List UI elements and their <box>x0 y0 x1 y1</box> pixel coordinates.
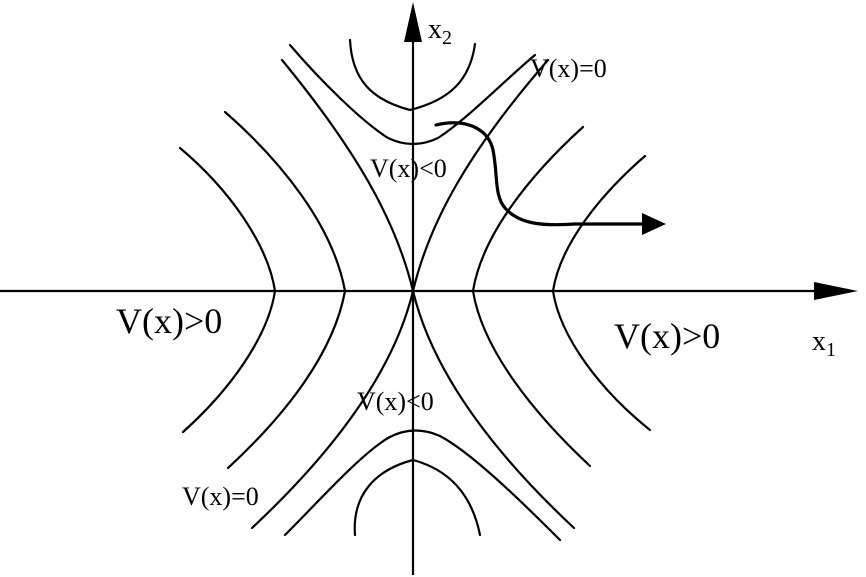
x2-axis-label: x2 <box>428 14 452 49</box>
x2-axis-arrowhead <box>404 2 422 42</box>
x1-axis-arrowhead <box>814 282 858 300</box>
region-label-lower-negative: V(x)<0 <box>357 387 434 416</box>
boundary-label-bottom-left: V(x)=0 <box>182 482 259 511</box>
zero-level-line-lower-right <box>411 289 576 530</box>
lower-level-curve-outer <box>283 429 562 542</box>
x1-axis-label: x1 <box>812 326 836 361</box>
region-label-left-positive: V(x)>0 <box>116 301 222 341</box>
zero-level-line-lower-left <box>250 289 415 530</box>
left-level-curve-inner <box>223 110 347 470</box>
left-level-curve-outer <box>178 146 277 434</box>
upper-level-curve-outer <box>288 43 537 146</box>
zero-level-line-upper-right <box>411 58 550 293</box>
region-label-right-positive: V(x)>0 <box>614 316 720 356</box>
boundary-label-top-right: V(x)=0 <box>530 54 607 83</box>
upper-level-curve-inner <box>348 38 477 112</box>
zero-level-line-upper-left <box>280 58 415 293</box>
right-level-curve-outer <box>551 154 652 432</box>
region-label-upper-negative: V(x)<0 <box>370 154 447 183</box>
right-level-curve-inner <box>471 125 592 468</box>
trajectory-path <box>434 121 646 227</box>
lower-level-curve-inner <box>353 458 482 537</box>
trajectory-arrowhead <box>642 213 666 235</box>
